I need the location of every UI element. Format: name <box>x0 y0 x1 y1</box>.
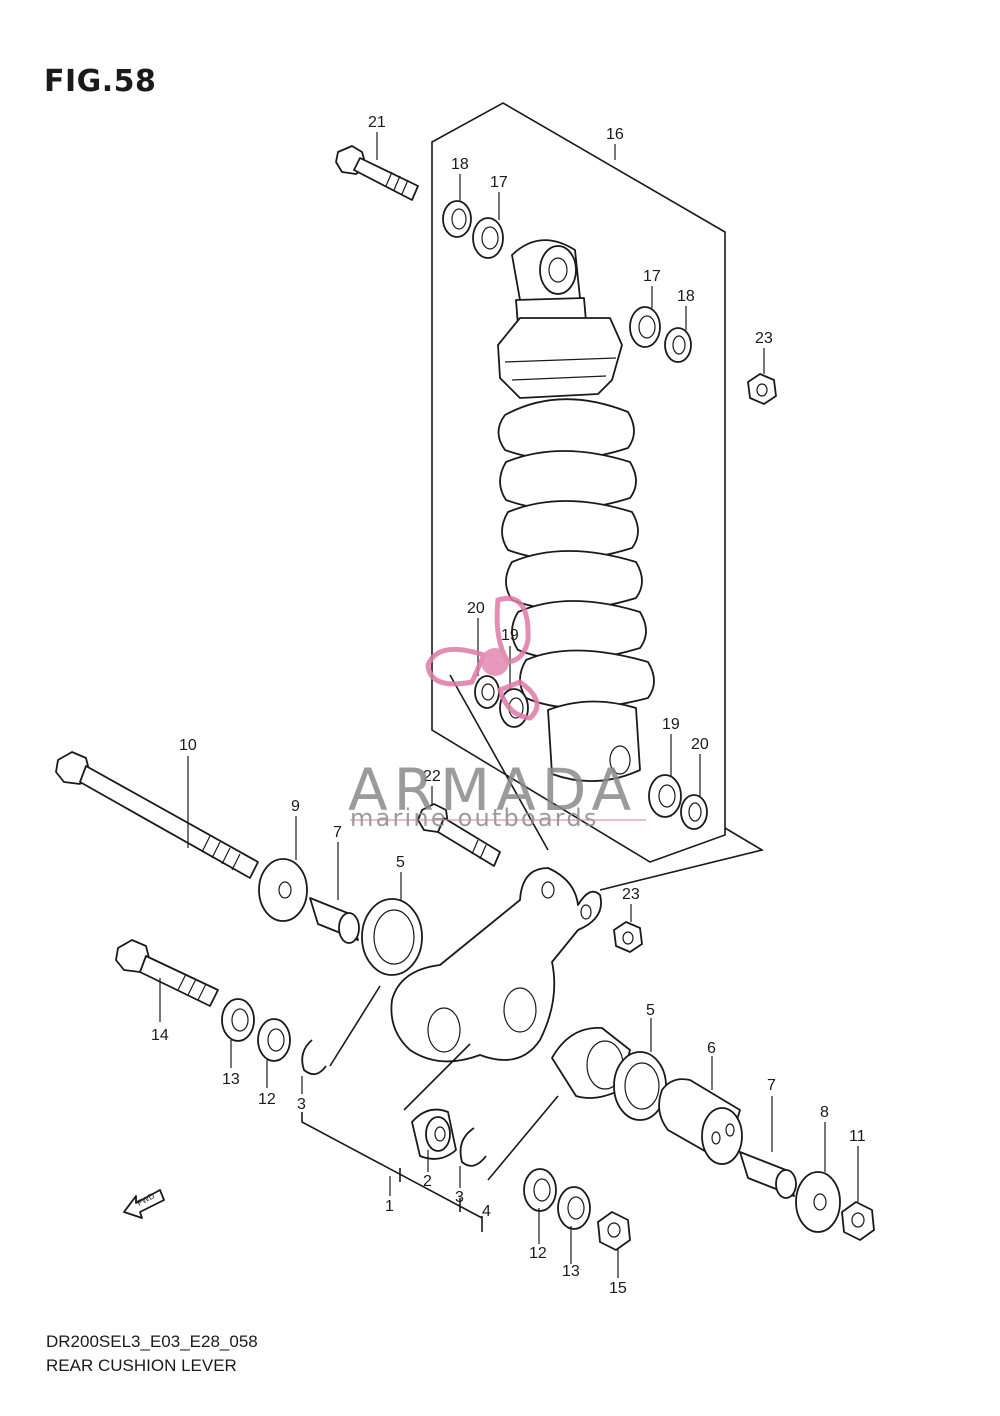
seal-12-right <box>523 1168 557 1212</box>
watermark-brand: ARMADA <box>348 756 637 824</box>
figure-title: FIG.58 <box>44 64 157 99</box>
callout-17: 17 <box>643 268 661 285</box>
callout-10: 10 <box>179 737 197 754</box>
diagram-code: DR200SEL3_E03_E28_058 <box>46 1332 258 1351</box>
collar-7-left <box>309 897 360 944</box>
circlip-3-right <box>459 1127 487 1167</box>
nut-15 <box>597 1211 631 1251</box>
coil-spring <box>497 398 655 709</box>
callout-11: 11 <box>849 1128 866 1145</box>
callout-8: 8 <box>820 1104 829 1121</box>
callout-9: 9 <box>291 798 300 815</box>
washer-13-right <box>557 1186 591 1230</box>
callout-19: 19 <box>501 627 519 644</box>
watermark-tagline: marine outboards <box>350 804 599 832</box>
spacer-6 <box>658 1078 743 1165</box>
leader-bearing-4 <box>487 1095 559 1181</box>
callout-20: 20 <box>691 736 709 753</box>
seal-13-left <box>221 998 255 1042</box>
callout-15: 15 <box>609 1280 627 1297</box>
callout-labels: 21 16 18 17 17 18 23 20 19 10 22 19 20 9… <box>151 114 866 1297</box>
callout-22: 22 <box>423 768 441 785</box>
group-bracket-1 <box>301 1112 483 1232</box>
callout-18: 18 <box>677 288 695 305</box>
diagram-name: REAR CUSHION LEVER <box>46 1356 237 1375</box>
propeller-logo-icon <box>425 596 540 721</box>
shock-absorber <box>497 239 655 782</box>
washer-8 <box>795 1171 841 1233</box>
nut-23-lower <box>613 921 643 953</box>
oil-seal-5-left <box>361 898 423 976</box>
oil-seal-5-right <box>613 1051 667 1121</box>
callout-7: 7 <box>333 824 342 841</box>
nut-11 <box>841 1201 875 1241</box>
bushing-19-lower-right <box>648 774 682 818</box>
callout-21: 21 <box>368 114 386 131</box>
bolt-14 <box>115 939 219 1007</box>
shock-assembly-outline <box>431 102 726 863</box>
callout-5: 5 <box>396 854 405 871</box>
bearing-2 <box>411 1108 457 1160</box>
bolt-21 <box>335 145 419 201</box>
collar-7-right <box>739 1151 797 1199</box>
callout-17: 17 <box>490 174 508 191</box>
callout-7: 7 <box>767 1077 776 1094</box>
leader-left-assembly <box>329 985 381 1067</box>
callout-4: 4 <box>482 1203 491 1220</box>
callout-1: 1 <box>385 1198 394 1215</box>
callout-23: 23 <box>755 330 773 347</box>
cushion-lever <box>390 867 602 1063</box>
callout-3: 3 <box>297 1096 306 1113</box>
seal-20-lower-left <box>474 675 500 709</box>
leader-shock-lower <box>599 827 765 891</box>
callout-3: 3 <box>455 1189 464 1206</box>
circlip-3-left <box>301 1039 327 1076</box>
callout-19: 19 <box>662 716 680 733</box>
callout-5: 5 <box>646 1002 655 1019</box>
leader-shock-to-lever <box>449 674 549 851</box>
fwd-arrow: FWD <box>123 1189 165 1219</box>
armada-watermark: ARMADA marine outboards <box>348 596 646 832</box>
callout-23: 23 <box>622 886 640 903</box>
callout-16: 16 <box>606 126 624 143</box>
washer-12-left <box>257 1018 291 1062</box>
callout-14: 14 <box>151 1027 169 1044</box>
callout-20: 20 <box>467 600 485 617</box>
leader-bearing-2 <box>403 1043 471 1111</box>
seal-18-upper-left <box>442 200 472 238</box>
seal-18-upper-right <box>664 327 692 363</box>
callout-13: 13 <box>222 1071 240 1088</box>
callout-12: 12 <box>529 1245 547 1262</box>
seal-20-lower-right <box>680 794 708 830</box>
bolt-22 <box>417 803 501 867</box>
bushing-17-upper-left <box>472 217 504 259</box>
washer-9 <box>258 858 308 922</box>
bolt-10 <box>55 751 259 879</box>
nut-23-upper <box>747 373 777 405</box>
bushing-17-upper-right <box>629 306 661 348</box>
callout-18: 18 <box>451 156 469 173</box>
callout-13: 13 <box>562 1263 580 1280</box>
callout-12: 12 <box>258 1091 276 1108</box>
callout-2: 2 <box>423 1173 432 1190</box>
callout-6: 6 <box>707 1040 716 1057</box>
callout-leaders <box>159 132 859 1278</box>
